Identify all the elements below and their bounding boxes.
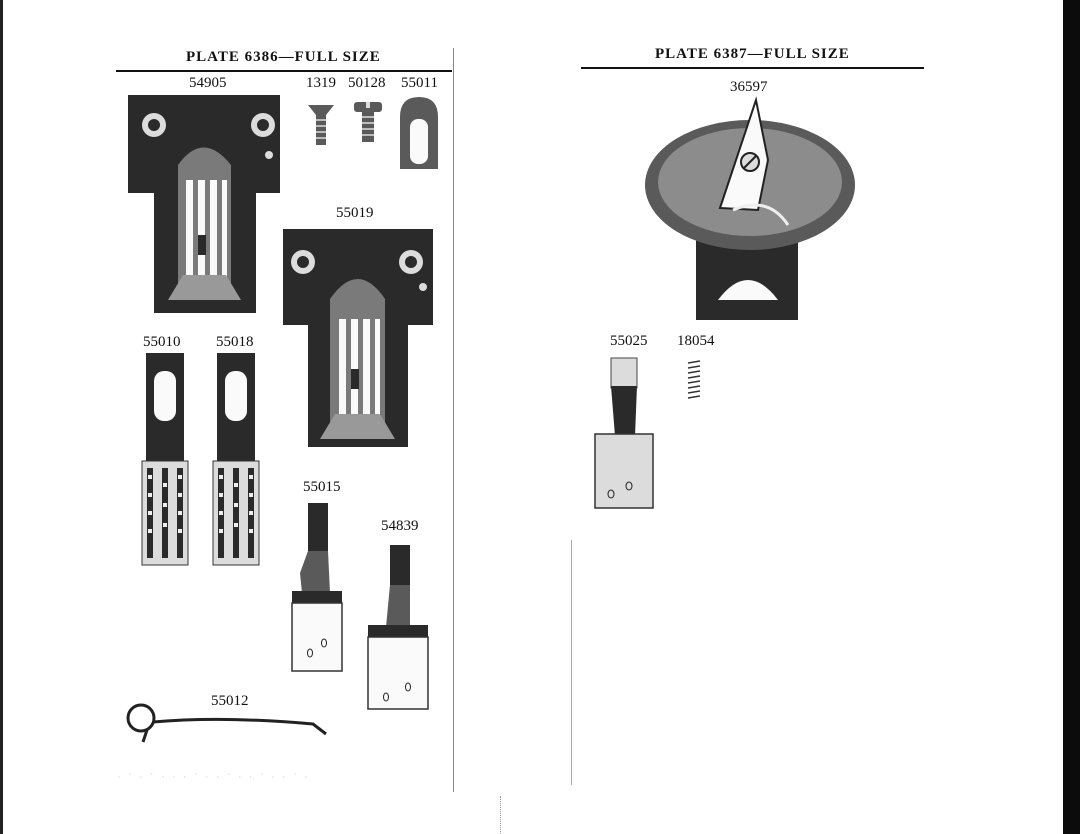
part-label-55012: 55012 bbox=[211, 693, 249, 709]
spring-18054-image bbox=[687, 360, 701, 399]
page-left-edge bbox=[0, 0, 3, 834]
part-label-36597: 36597 bbox=[730, 79, 768, 95]
paper-noise: ∙ ˙ ∙ ˙ · ∙ · ˙ ∙ · ˙ ∙ · ˙ ∙ · ˙ ∙ bbox=[118, 772, 310, 782]
part-label-55011: 55011 bbox=[401, 75, 438, 91]
part-label-50128: 50128 bbox=[348, 75, 386, 91]
spring-wire-55012-image bbox=[126, 703, 327, 743]
presser-foot-55015-image bbox=[291, 503, 343, 672]
part-label-54905: 54905 bbox=[189, 75, 227, 91]
feed-dog-55018-image bbox=[212, 353, 260, 566]
page-fold-line bbox=[500, 796, 502, 834]
right-page-margin-line bbox=[571, 540, 572, 785]
page-right-edge bbox=[1063, 0, 1080, 834]
part-label-55010: 55010 bbox=[143, 334, 181, 350]
presser-foot-54839-image bbox=[367, 545, 429, 710]
part-label-55019: 55019 bbox=[336, 205, 374, 221]
throat-plate-36597-image bbox=[645, 96, 855, 320]
part-label-54839: 54839 bbox=[381, 518, 419, 534]
left-page-margin-line bbox=[453, 48, 454, 792]
right-header-rule bbox=[581, 67, 924, 69]
right-plate-title: PLATE 6387—FULL SIZE bbox=[655, 46, 850, 62]
screw-50128-image bbox=[354, 102, 382, 142]
screw-1319-image bbox=[308, 105, 334, 145]
part-label-55018: 55018 bbox=[216, 334, 254, 350]
part-label-1319: 1319 bbox=[306, 75, 336, 91]
presser-foot-55025-image bbox=[594, 357, 654, 509]
part-label-18054: 18054 bbox=[677, 333, 715, 349]
part-label-55015: 55015 bbox=[303, 479, 341, 495]
part-label-55025: 55025 bbox=[610, 333, 648, 349]
left-header-rule bbox=[116, 70, 452, 72]
left-plate-title: PLATE 6386—FULL SIZE bbox=[186, 49, 381, 65]
slide-55011-image bbox=[400, 97, 438, 169]
throat-plate-54905-image bbox=[128, 95, 280, 313]
feed-dog-55010-image bbox=[141, 353, 189, 566]
throat-plate-55019-image bbox=[283, 229, 433, 447]
